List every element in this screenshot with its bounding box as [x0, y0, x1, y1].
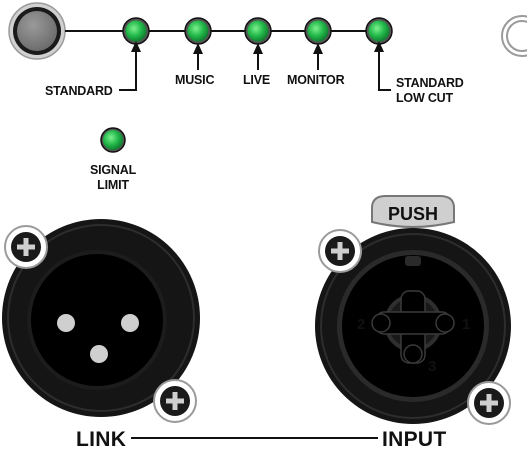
pin-label-3: 3 — [428, 358, 436, 375]
led-label-monitor: MONITOR — [287, 43, 345, 87]
mode-select-button[interactable] — [8, 2, 66, 60]
link-label: LINK — [76, 428, 126, 450]
input-screw-bottom — [467, 381, 511, 425]
push-label: PUSH — [388, 204, 438, 224]
label-signal: SIGNAL — [90, 163, 137, 177]
link-pin — [57, 314, 75, 332]
led-label-live: LIVE — [243, 43, 270, 87]
label-standard-low-cut-1: STANDARD — [396, 76, 464, 90]
led-label-standard: STANDARD — [45, 41, 141, 98]
link-screw-bottom — [153, 379, 197, 423]
link-xlr-connector[interactable] — [2, 219, 200, 417]
pin-label-2: 2 — [357, 316, 365, 333]
label-live: LIVE — [243, 73, 270, 87]
label-standard: STANDARD — [45, 84, 113, 98]
link-pin — [121, 314, 139, 332]
signal-limit-indicator: SIGNAL LIMIT — [90, 127, 137, 192]
label-music: MUSIC — [175, 73, 214, 87]
link-screw-top — [4, 225, 48, 269]
push-latch[interactable] — [371, 195, 455, 228]
input-label: INPUT — [382, 428, 447, 450]
link-pin — [90, 345, 108, 363]
led-standard — [122, 17, 150, 45]
led-live — [244, 17, 272, 45]
pin-label-1: 1 — [462, 316, 470, 333]
led-standard-low-cut — [365, 17, 393, 45]
partial-knob — [501, 15, 527, 57]
input-screw-top — [318, 229, 362, 273]
signal-limit-led — [103, 130, 123, 150]
input-combo-connector[interactable]: PUSH 1 2 3 — [315, 195, 511, 424]
label-limit: LIMIT — [97, 178, 129, 192]
led-music — [184, 17, 212, 45]
led-monitor — [304, 17, 332, 45]
label-monitor: MONITOR — [287, 73, 345, 87]
label-standard-low-cut-2: LOW CUT — [396, 91, 453, 105]
led-label-music: MUSIC — [175, 43, 215, 87]
led-label-standard-low-cut: STANDARD LOW CUT — [374, 41, 464, 105]
